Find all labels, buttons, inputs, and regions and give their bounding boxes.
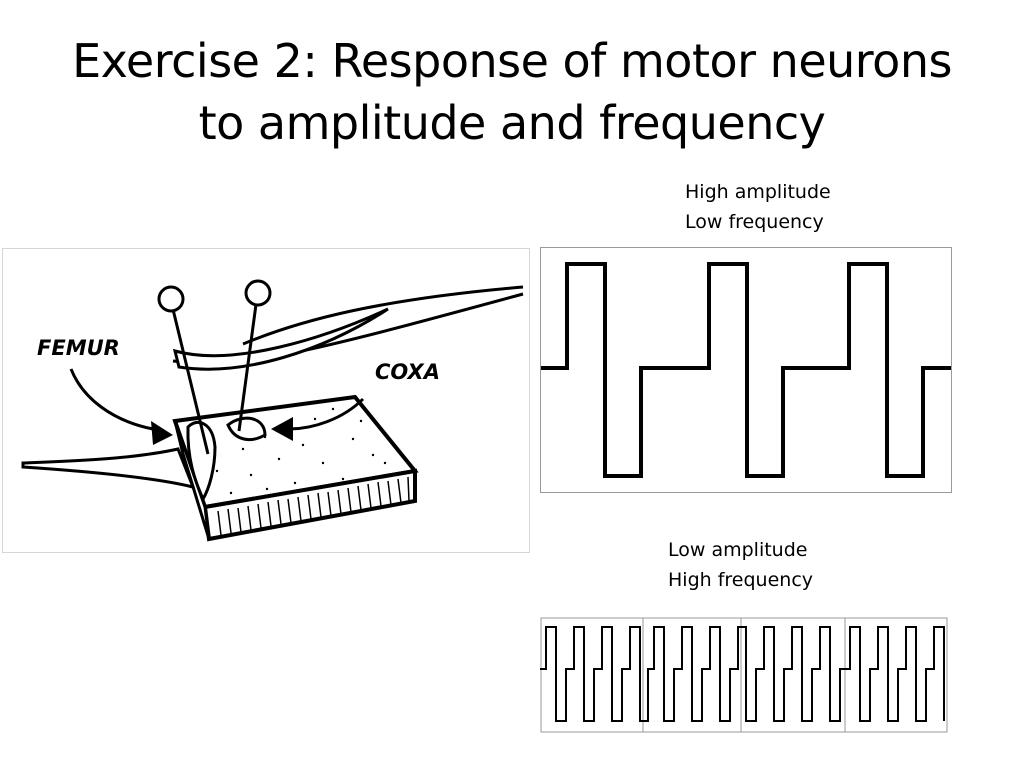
femur-shape xyxy=(172,307,389,371)
pin-right-shaft xyxy=(237,296,259,432)
leg-preparation-illustration: FEMUR COXA xyxy=(2,248,530,553)
tibia-piece xyxy=(21,447,196,490)
high-amplitude-wave-panel xyxy=(540,247,952,493)
coxa-shape xyxy=(226,416,267,442)
title-line-1: Exercise 2: Response of motor neurons xyxy=(72,34,952,88)
low-amplitude-square-wave xyxy=(540,626,945,722)
coxa-arrowhead xyxy=(271,417,293,441)
pin-left-head xyxy=(157,285,185,313)
cork-block-hatching xyxy=(217,476,410,536)
high-wave-label-line-2: Low frequency xyxy=(685,211,824,233)
femur-arrowhead xyxy=(151,421,173,445)
femur-label: FEMUR xyxy=(37,336,120,360)
low-amplitude-wave-svg xyxy=(540,617,948,733)
low-wave-label-line-2: High frequency xyxy=(668,569,814,591)
leg-joint-shape xyxy=(186,421,217,503)
pin-left-shaft xyxy=(169,300,210,455)
title-line-2: to amplitude and frequency xyxy=(198,96,826,150)
low-wave-label-line-1: Low amplitude xyxy=(668,539,808,561)
coxa-arrow-line xyxy=(288,397,365,431)
low-amplitude-wave-panel xyxy=(540,617,948,733)
leg-illustration-svg: FEMUR COXA xyxy=(21,279,524,542)
low-wave-label: Low amplitude High frequency xyxy=(668,535,813,595)
femur-arrow-line xyxy=(69,368,154,431)
coxa-label: COXA xyxy=(375,360,440,384)
high-amplitude-square-wave xyxy=(541,262,951,478)
pin-right-head xyxy=(244,279,272,307)
high-amplitude-wave-svg xyxy=(541,262,951,478)
nerve-strand-upper xyxy=(242,285,524,346)
slide-title: Exercise 2: Response of motor neurons to… xyxy=(0,30,1024,154)
high-wave-label-line-1: High amplitude xyxy=(685,181,831,203)
low-wave-frames xyxy=(540,617,948,733)
high-wave-label: High amplitude Low frequency xyxy=(685,177,831,237)
